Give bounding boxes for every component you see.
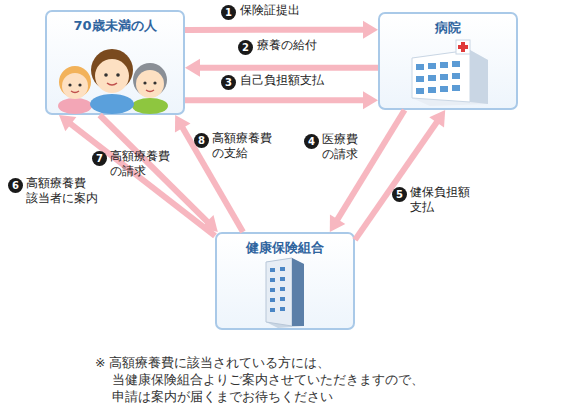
callout-number: 6 <box>8 178 23 193</box>
box-title: 70歳未満の人 <box>47 17 183 35</box>
arrow-label: 高額療養費 の請求 <box>110 149 190 179</box>
flow-arrow <box>185 91 378 109</box>
arrow-label: 健保負担額 支払 <box>410 185 485 215</box>
box-title: 健康保険組合 <box>217 239 353 257</box>
callout-number: 3 <box>221 75 236 90</box>
flow-arrow <box>185 21 378 39</box>
arrow-label: 自己負担額支払 <box>240 73 360 88</box>
flow-arrow <box>185 59 378 77</box>
callout-number: 2 <box>238 40 253 55</box>
flow-arrow <box>100 115 218 232</box>
footnote: ※ 高額療養費に該当されている方には、 当健康保険組合よりご案内させていただきま… <box>95 354 522 405</box>
arrow-label: 高額療養費 該当者に案内 <box>26 176 116 206</box>
arrow-label: 医療費 の請求 <box>322 132 382 162</box>
union-building-illustration <box>266 258 304 328</box>
callout-number: 8 <box>194 133 209 148</box>
flow-arrow <box>330 110 405 232</box>
arrow-label: 高額療養費 の支給 <box>212 131 292 161</box>
flow-arrow <box>59 115 215 236</box>
callout-number: 5 <box>392 187 407 202</box>
box-title: 病院 <box>380 19 516 37</box>
callout-number: 1 <box>221 5 236 20</box>
callout-number: 4 <box>304 134 319 149</box>
flow-arrow <box>355 110 445 240</box>
flow-arrow <box>175 115 243 232</box>
arrow-label: 保険証提出 <box>240 3 350 18</box>
arrow-label: 療養の給付 <box>257 38 367 53</box>
callout-number: 7 <box>92 151 107 166</box>
